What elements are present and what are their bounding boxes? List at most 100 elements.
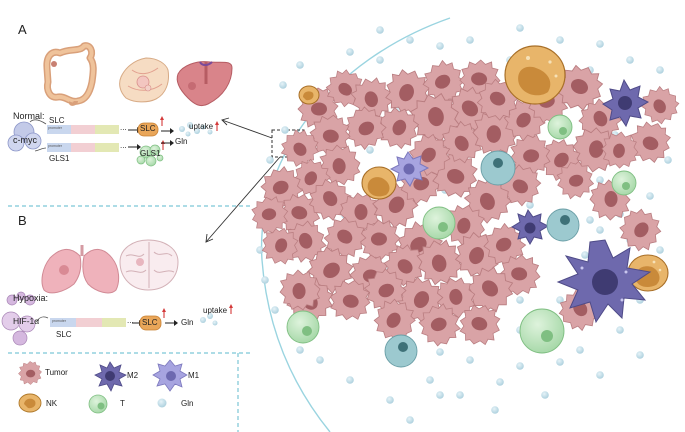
slc-transporter-icon bbox=[139, 315, 162, 331]
panel-b-gln: Gln bbox=[181, 318, 194, 327]
nk-cell bbox=[504, 45, 566, 105]
m1-macrophage bbox=[389, 151, 430, 187]
m2-macrophage bbox=[602, 78, 650, 128]
gln-molecule bbox=[279, 81, 287, 89]
gln-molecule bbox=[256, 246, 264, 254]
gln-molecule bbox=[586, 216, 594, 224]
gln-molecule bbox=[281, 126, 289, 134]
gln-molecule bbox=[596, 40, 604, 48]
legend-tumor-icon bbox=[18, 361, 42, 385]
nk-cell bbox=[298, 85, 320, 105]
gln-molecule bbox=[296, 61, 304, 69]
ellipsis: ... bbox=[120, 141, 127, 150]
tme-boundary-curve bbox=[260, 17, 451, 432]
panel-b-product-slc: SLC bbox=[142, 318, 158, 327]
promoter-label: promoter bbox=[48, 126, 63, 130]
legend-t-label: T bbox=[120, 399, 125, 408]
panel-b-uptake: uptake bbox=[203, 306, 228, 315]
legend-m1-label: M1 bbox=[188, 371, 200, 380]
m2-macrophage bbox=[510, 208, 550, 246]
hif-1a-regulator-icon bbox=[1, 291, 36, 346]
gln-molecule bbox=[576, 346, 584, 354]
lung-icon bbox=[41, 245, 120, 294]
gln-molecule bbox=[266, 156, 274, 164]
panel-a-gene-slc: SLC bbox=[49, 116, 65, 125]
m2-macrophage bbox=[556, 239, 652, 324]
gln-molecule bbox=[541, 391, 549, 399]
legend-m1-icon bbox=[152, 359, 188, 392]
gene-construct-gls1-a bbox=[47, 143, 119, 152]
gln-molecule bbox=[626, 56, 634, 64]
t-cell bbox=[286, 310, 320, 344]
gln-molecule bbox=[346, 48, 354, 56]
gln-molecule bbox=[436, 348, 444, 356]
legend-gln-icon bbox=[157, 398, 167, 408]
gln-molecule bbox=[456, 391, 464, 399]
gls1-enzyme-icon bbox=[136, 144, 164, 167]
panel-b-letter: B bbox=[18, 213, 27, 228]
legend-tumor-label: Tumor bbox=[45, 368, 68, 377]
gln-molecule bbox=[596, 176, 604, 184]
panel-a-condition: Normal: bbox=[13, 111, 45, 121]
gln-molecule bbox=[466, 356, 474, 364]
gln-molecule bbox=[436, 42, 444, 50]
ellipsis: ... bbox=[120, 123, 127, 132]
promoter-label: promoter bbox=[52, 319, 67, 323]
gln-molecule bbox=[406, 416, 414, 424]
gln-molecule bbox=[581, 251, 589, 259]
panel-a-regulator: c-myc bbox=[13, 135, 37, 145]
gln-molecule bbox=[296, 346, 304, 354]
t-cell bbox=[611, 170, 637, 196]
gln-molecule bbox=[664, 156, 672, 164]
gln-molecule bbox=[436, 391, 444, 399]
slc-transporter-icon bbox=[137, 122, 159, 137]
breast-icon bbox=[119, 57, 169, 103]
upregulation-arrow-icon bbox=[162, 304, 233, 318]
legend-nk-label: NK bbox=[46, 399, 58, 408]
panel-a-gln: Gln bbox=[175, 137, 188, 146]
t-cell bbox=[547, 114, 573, 140]
panel-a-gene-gls1: GLS1 bbox=[49, 154, 70, 163]
brain-icon bbox=[119, 239, 179, 291]
gln-molecule bbox=[656, 246, 664, 254]
teal-cell bbox=[384, 334, 418, 368]
legend-m2-icon bbox=[94, 361, 127, 392]
panel-b-gene-slc: SLC bbox=[56, 330, 72, 339]
legend-nk-icon bbox=[18, 393, 42, 413]
gln-molecule bbox=[556, 358, 564, 366]
gln-molecule bbox=[516, 362, 524, 370]
legend-t-icon bbox=[88, 394, 108, 414]
gln-molecule bbox=[261, 276, 269, 284]
liver-icon bbox=[176, 61, 233, 107]
gln-molecule bbox=[526, 201, 534, 209]
promoter-label: promoter bbox=[48, 144, 63, 148]
gln-molecule bbox=[466, 36, 474, 44]
panel-a-product-slc: SLC bbox=[140, 124, 156, 133]
gln-molecule bbox=[596, 226, 604, 234]
panel-b-regulator: HIF-1α bbox=[13, 316, 40, 326]
teal-cell bbox=[546, 208, 580, 242]
gln-molecule-icon bbox=[200, 313, 218, 326]
colon-icon bbox=[43, 42, 97, 106]
pointer-line-b bbox=[205, 156, 281, 243]
gln-molecule bbox=[556, 296, 564, 304]
gln-molecule bbox=[516, 296, 524, 304]
pointer-line-a bbox=[221, 119, 273, 139]
gln-molecule bbox=[646, 192, 654, 200]
gln-molecule bbox=[376, 56, 384, 64]
nk-cell bbox=[361, 166, 397, 200]
gln-molecule bbox=[556, 36, 564, 44]
gln-molecules bbox=[256, 24, 672, 424]
gln-molecule bbox=[366, 146, 374, 154]
gln-molecule bbox=[316, 356, 324, 364]
gln-molecule bbox=[426, 376, 434, 384]
t-cell bbox=[519, 308, 565, 354]
legend-gln-label: Gln bbox=[181, 399, 194, 408]
gln-molecule bbox=[491, 406, 499, 414]
gene-construct-slc-b bbox=[50, 318, 126, 327]
panel-a-product-gls1: GLS1 bbox=[140, 149, 161, 158]
gln-molecule bbox=[656, 66, 664, 74]
ellipsis: ... bbox=[127, 316, 134, 325]
